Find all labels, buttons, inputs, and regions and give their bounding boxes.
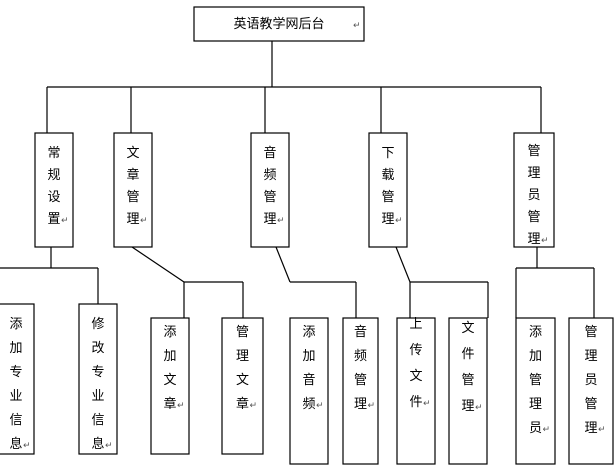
cat-3-stem xyxy=(275,246,291,283)
leaf-box-3-2: 音频管理↵ xyxy=(342,317,379,465)
paragraph-mark: ↵ xyxy=(598,425,606,435)
paragraph-mark: ↵ xyxy=(250,401,258,411)
leaf-connectors xyxy=(0,246,595,318)
node-layer: 常规设置↵添加专业信息↵修改专业信息↵文章管理↵添加文章↵管理文章↵音频管理↵添… xyxy=(0,132,614,465)
leaf-box-3-1: 添加音频↵ xyxy=(289,317,329,465)
category-box-2: 文章管理↵ xyxy=(113,132,153,248)
category-box-3: 音频管理↵ xyxy=(250,132,290,248)
root-label: 英语教学网后台 xyxy=(233,16,324,32)
category-box-2-label: 文章管理 xyxy=(126,146,139,227)
leaf-box-2-2: 管理文章↵ xyxy=(221,317,264,455)
leaf-box-2-1: 添加文章↵ xyxy=(150,317,190,455)
paragraph-mark: ↵ xyxy=(475,403,483,413)
leaf-box-4-1: 上传文件↵ xyxy=(396,317,436,465)
paragraph-mark: ↵ xyxy=(395,216,403,226)
leaf-box-1-2: 修改专业信息↵ xyxy=(78,303,118,455)
paragraph-mark: ↵ xyxy=(423,399,431,409)
category-box-1: 常规设置↵ xyxy=(34,132,74,248)
paragraph-mark: ↵ xyxy=(23,441,31,451)
leaf-box-3-2-label: 音频管理 xyxy=(354,324,367,412)
paragraph-mark: ↵ xyxy=(277,216,285,226)
paragraph-mark: ↵ xyxy=(353,21,361,31)
leaf-box-5-1: 添加管理员↵ xyxy=(515,317,556,465)
paragraph-mark: ↵ xyxy=(177,401,185,411)
category-box-4: 下载管理↵ xyxy=(368,132,408,248)
paragraph-mark: ↵ xyxy=(105,441,113,451)
leaf-box-1-1-label: 添加专业信息 xyxy=(9,317,22,452)
leaf-box-2-1-label: 添加文章 xyxy=(163,325,176,412)
leaf-box-3-1-label: 添加音频 xyxy=(302,325,315,412)
category-box-4-label: 下载管理 xyxy=(381,146,394,227)
cat-2-stem xyxy=(131,246,185,283)
paragraph-mark: ↵ xyxy=(368,401,376,411)
root-node: 英语教学网后台 ↵ xyxy=(193,6,365,42)
category-box-1-label: 常规设置 xyxy=(47,146,60,227)
category-box-3-label: 音频管理 xyxy=(263,145,276,227)
leaf-box-4-1-label: 上传文件 xyxy=(409,317,422,410)
leaf-box-5-2-label: 管理员管理 xyxy=(584,325,597,436)
paragraph-mark: ↵ xyxy=(61,216,69,226)
leaf-box-4-2-label: 文件管理 xyxy=(461,321,474,414)
leaf-box-2-2-label: 管理文章 xyxy=(236,325,249,412)
paragraph-mark: ↵ xyxy=(543,425,551,435)
cat-4-stem xyxy=(395,246,411,283)
category-box-5-label: 管理员管理 xyxy=(527,144,540,247)
leaf-box-4-2: 文件管理↵ xyxy=(448,317,488,465)
leaf-box-1-1: 添加专业信息↵ xyxy=(0,303,35,455)
paragraph-mark: ↵ xyxy=(140,216,148,226)
paragraph-mark: ↵ xyxy=(541,236,549,246)
root-connectors xyxy=(46,41,542,133)
leaf-box-1-2-label: 修改专业信息 xyxy=(91,317,104,452)
category-box-5: 管理员管理↵ xyxy=(513,132,555,248)
leaf-box-5-1-label: 添加管理员 xyxy=(529,325,542,436)
paragraph-mark: ↵ xyxy=(316,401,324,411)
leaf-box-5-2: 管理员管理↵ xyxy=(568,317,614,465)
